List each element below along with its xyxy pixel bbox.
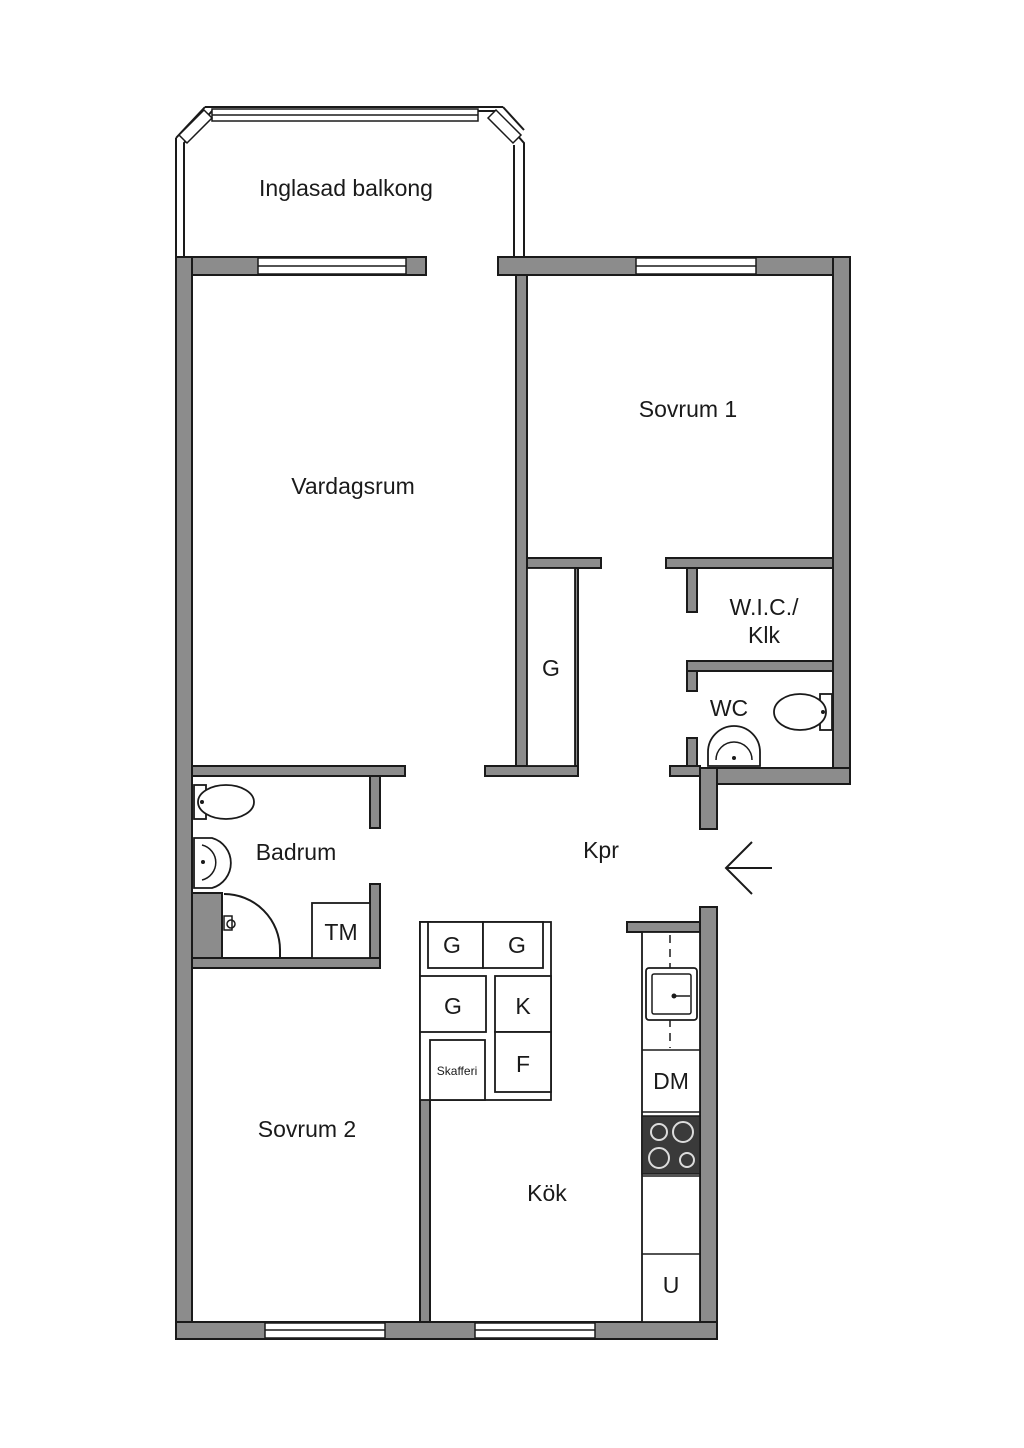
- label-cabinet-c: G: [444, 993, 462, 1019]
- label-bathroom: Badrum: [256, 839, 337, 865]
- shower-icon: [223, 915, 236, 931]
- sink-icon: [645, 967, 698, 1021]
- interior-walls: [191, 274, 834, 1323]
- window-kitchen: [474, 1322, 596, 1339]
- hob-icon: [641, 1115, 701, 1175]
- label-fridge: K: [515, 993, 531, 1019]
- label-wic-line2: Klk: [748, 622, 780, 648]
- label-balcony: Inglasad balkong: [259, 175, 433, 201]
- label-kitchen: Kök: [527, 1180, 567, 1206]
- label-closet: G: [542, 655, 560, 681]
- label-bedroom-2: Sovrum 2: [258, 1116, 356, 1142]
- label-oven: U: [663, 1272, 680, 1298]
- balcony-window-right: [486, 108, 523, 145]
- label-cabinet-a: G: [443, 932, 461, 958]
- toilet-icon: [773, 693, 833, 731]
- balcony-window-top: [211, 108, 479, 122]
- label-wc: WC: [710, 695, 748, 721]
- label-bedroom-1: Sovrum 1: [639, 396, 737, 422]
- washing-machine: [311, 902, 371, 959]
- label-cabinet-b: G: [508, 932, 526, 958]
- label-living-room: Vardagsrum: [291, 473, 415, 499]
- washbasin-icon: [707, 725, 761, 767]
- bathroom-toilet-icon: [193, 784, 255, 820]
- label-hallway: Kpr: [583, 837, 619, 863]
- window-bedroom-2: [264, 1322, 386, 1339]
- bathroom-washbasin-icon: [193, 837, 232, 889]
- exterior-walls: [175, 256, 851, 1340]
- label-washing-machine: TM: [324, 919, 357, 945]
- label-dishwasher: DM: [653, 1068, 689, 1094]
- label-wic-line1: W.I.C./: [730, 594, 800, 620]
- balcony-window-left: [177, 108, 214, 145]
- entrance-arrow-icon: [724, 841, 772, 895]
- label-pantry: Skafferi: [437, 1064, 477, 1078]
- window-bedroom-1: [635, 257, 757, 275]
- closet-hall: [526, 567, 576, 767]
- door-swing-icon: [223, 893, 281, 958]
- kitchen-island: [419, 921, 552, 1101]
- window-living-room: [257, 257, 407, 275]
- label-freezer: F: [516, 1051, 530, 1077]
